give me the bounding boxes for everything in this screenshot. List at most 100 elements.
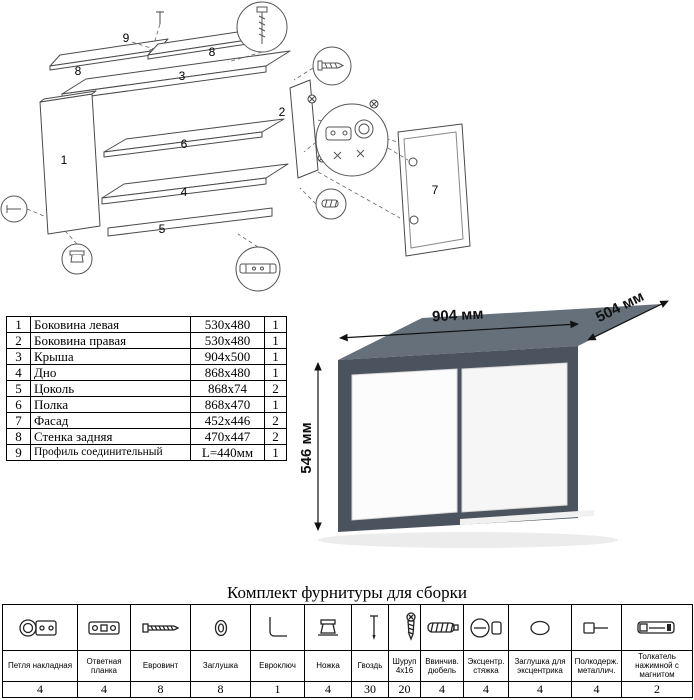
label-part-3: 3 bbox=[179, 69, 186, 83]
cabinet-body bbox=[338, 304, 662, 532]
part-name: Боковина правая bbox=[30, 332, 191, 349]
cabinet-right-door bbox=[461, 362, 568, 513]
hw-icon-cell bbox=[304, 604, 352, 651]
part-name: Полка bbox=[30, 396, 191, 413]
width-dimension-arrow bbox=[339, 320, 579, 342]
hw-qty-cell: 4 bbox=[571, 680, 622, 698]
hw-label-cell: Заглушка для эксцентрика bbox=[508, 650, 572, 682]
part-qty: 1 bbox=[264, 444, 287, 461]
part-name: Боковина левая bbox=[30, 316, 191, 333]
hw-icon-cell bbox=[463, 604, 509, 651]
part-qty: 1 bbox=[264, 332, 287, 349]
table-row: 2 Боковина правая 530x480 1 bbox=[6, 332, 287, 349]
hw-label-cell: Полкодерж. металлич. bbox=[571, 650, 622, 682]
hw-qty-cell: 2 bbox=[621, 680, 693, 698]
part-size: 452x446 bbox=[190, 412, 265, 429]
hw-qty-cell: 30 bbox=[351, 680, 389, 698]
width-dimension-label: 904 мм bbox=[432, 306, 484, 326]
hw-icon-cell bbox=[190, 604, 251, 651]
part-qty: 2 bbox=[264, 428, 287, 445]
part-num: 4 bbox=[6, 364, 31, 381]
part-qty: 1 bbox=[264, 316, 287, 333]
table-row: 4 Дно 868x480 1 bbox=[6, 364, 287, 381]
part-name: Цоколь bbox=[30, 380, 191, 397]
hw-label-cell: Заглушка bbox=[190, 650, 251, 682]
hw-qty-cell: 1 bbox=[250, 680, 305, 698]
hw-label-cell: Евроключ bbox=[250, 650, 305, 682]
part-name: Крыша bbox=[30, 348, 191, 365]
hw-icon-cell bbox=[420, 604, 464, 651]
part-num: 9 bbox=[6, 444, 31, 461]
profile-callout bbox=[235, 246, 281, 292]
cabinet-base-edge bbox=[460, 510, 594, 525]
part-num: 1 bbox=[6, 316, 31, 333]
label-part-4: 4 bbox=[181, 185, 188, 199]
hw-icon-cell bbox=[250, 604, 305, 651]
table-row: 6 Полка 868x470 1 bbox=[6, 396, 287, 413]
table-row: 8 Стенка задняя 470x447 2 bbox=[6, 428, 287, 445]
part-num: 3 bbox=[6, 348, 31, 365]
nail-callout bbox=[0, 195, 28, 223]
hw-icon-cell bbox=[508, 604, 572, 651]
label-part-8b: 8 bbox=[209, 45, 216, 59]
label-part-5: 5 bbox=[159, 222, 166, 236]
furniture-panels bbox=[39, 27, 471, 257]
exploded-view-diagram: 1 2 3 4 5 6 7 8 8 9 bbox=[0, 1, 471, 292]
part-name: Стенка задняя bbox=[30, 428, 191, 445]
foot-callout bbox=[61, 243, 93, 275]
part-size: 904x500 bbox=[190, 348, 265, 365]
push-latch-icon bbox=[637, 620, 675, 634]
part-qty: 2 bbox=[264, 380, 287, 397]
part-size: 868x74 bbox=[190, 380, 265, 397]
hw-icon-cell bbox=[621, 604, 693, 651]
part-size: 470x447 bbox=[190, 428, 265, 445]
hw-icon-cell bbox=[571, 604, 622, 651]
hw-qty-cell: 4 bbox=[77, 680, 131, 698]
euroscrew-callout bbox=[312, 46, 352, 86]
cam-cap-icon bbox=[530, 620, 550, 635]
mounting-plate-icon bbox=[88, 620, 120, 635]
hinge-icon bbox=[19, 618, 57, 637]
part-number-labels: 1 2 3 4 5 6 7 8 8 9 bbox=[61, 31, 439, 236]
hardware-icon-row bbox=[2, 604, 693, 651]
hw-label-cell: Евровинт bbox=[130, 650, 191, 682]
label-part-2: 2 bbox=[279, 105, 286, 119]
part-qty: 1 bbox=[264, 396, 287, 413]
euroscrew-icon bbox=[141, 622, 179, 633]
hex-key-icon bbox=[268, 616, 287, 637]
leader-lines bbox=[26, 23, 409, 248]
label-part-1: 1 bbox=[61, 153, 68, 167]
table-row: 9 Профиль соединительный L=440мм 1 bbox=[6, 444, 287, 461]
part-name: Профиль соединительный bbox=[30, 444, 191, 461]
height-dimension-label: 546 мм bbox=[300, 422, 315, 473]
part-size: 530x480 bbox=[190, 316, 265, 333]
assembled-cabinet-view: 546 мм 904 мм 504 мм bbox=[300, 288, 669, 548]
hw-qty-cell: 8 bbox=[130, 680, 191, 698]
hw-icon-cell bbox=[351, 604, 389, 651]
cap-icon bbox=[214, 619, 227, 636]
label-part-8a: 8 bbox=[75, 64, 82, 78]
hw-label-cell: Толкатель нажимной с магнитом bbox=[621, 650, 693, 682]
part-num: 7 bbox=[6, 412, 31, 429]
label-part-9: 9 bbox=[123, 31, 130, 45]
table-row: 1 Боковина левая 530x480 1 bbox=[6, 316, 287, 333]
part-qty: 1 bbox=[264, 348, 287, 365]
hw-qty-cell: 4 bbox=[508, 680, 572, 698]
part-size: L=440мм bbox=[190, 444, 265, 461]
hw-label-cell: Ввинчив. дюбель bbox=[420, 650, 464, 682]
hw-icon-cell bbox=[130, 604, 191, 651]
label-part-7: 7 bbox=[432, 183, 439, 197]
foot-icon bbox=[318, 618, 338, 636]
hw-label-cell: Петля накладная bbox=[2, 650, 78, 682]
hw-qty-cell: 4 bbox=[420, 680, 464, 698]
part-size: 868x470 bbox=[190, 396, 265, 413]
hardware-kit-title: Комплект фурнитуры для сборки bbox=[227, 583, 467, 602]
table-row: 3 Крыша 904x500 1 bbox=[6, 348, 287, 365]
part-num: 2 bbox=[6, 332, 31, 349]
shelf-pin-icon bbox=[582, 621, 608, 634]
part-size: 530x480 bbox=[190, 332, 265, 349]
part-qty: 1 bbox=[264, 364, 287, 381]
table-row: 7 Фасад 452x446 2 bbox=[6, 412, 287, 429]
hardware-qty-row: 4 4 8 8 1 4 30 20 4 4 4 4 2 bbox=[2, 680, 693, 698]
